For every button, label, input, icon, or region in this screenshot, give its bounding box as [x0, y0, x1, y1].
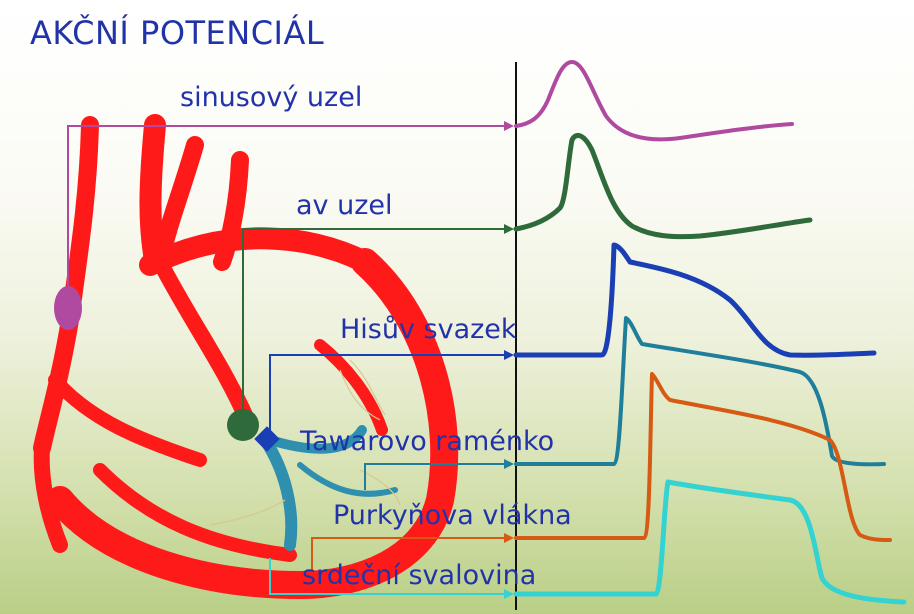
label-his-bundle: Hisův svazek — [340, 314, 517, 345]
inner-wall — [160, 262, 245, 415]
septum-wall — [320, 345, 382, 430]
trace-av-node — [516, 135, 810, 236]
trace-tawara-branch — [516, 318, 884, 464]
label-purkinje-fibers: Purkyňova vlákna — [333, 500, 572, 531]
av-node-icon — [227, 409, 259, 441]
trace-sa-node — [516, 62, 792, 139]
label-myocardium: srdeční svalovina — [302, 560, 536, 591]
purkinje-branch — [300, 465, 395, 494]
trace-his-bundle — [516, 245, 874, 355]
right-bundle-branch — [265, 440, 291, 545]
fiber — [210, 500, 285, 525]
his-bundle-arrow — [270, 355, 512, 432]
label-tawara-branch: Tawarovo raménko — [300, 426, 554, 457]
label-av-node: av uzel — [296, 190, 393, 221]
page-title: AKČNÍ POTENCIÁL — [30, 14, 324, 52]
action-potential-traces — [516, 62, 904, 602]
sa-node-arrow — [68, 126, 512, 290]
sa-node-icon — [54, 286, 82, 330]
left-side-branch — [55, 380, 200, 460]
upper-arch — [150, 238, 365, 265]
label-sinus-node: sinusový uzel — [180, 82, 362, 113]
aorta — [150, 125, 155, 260]
